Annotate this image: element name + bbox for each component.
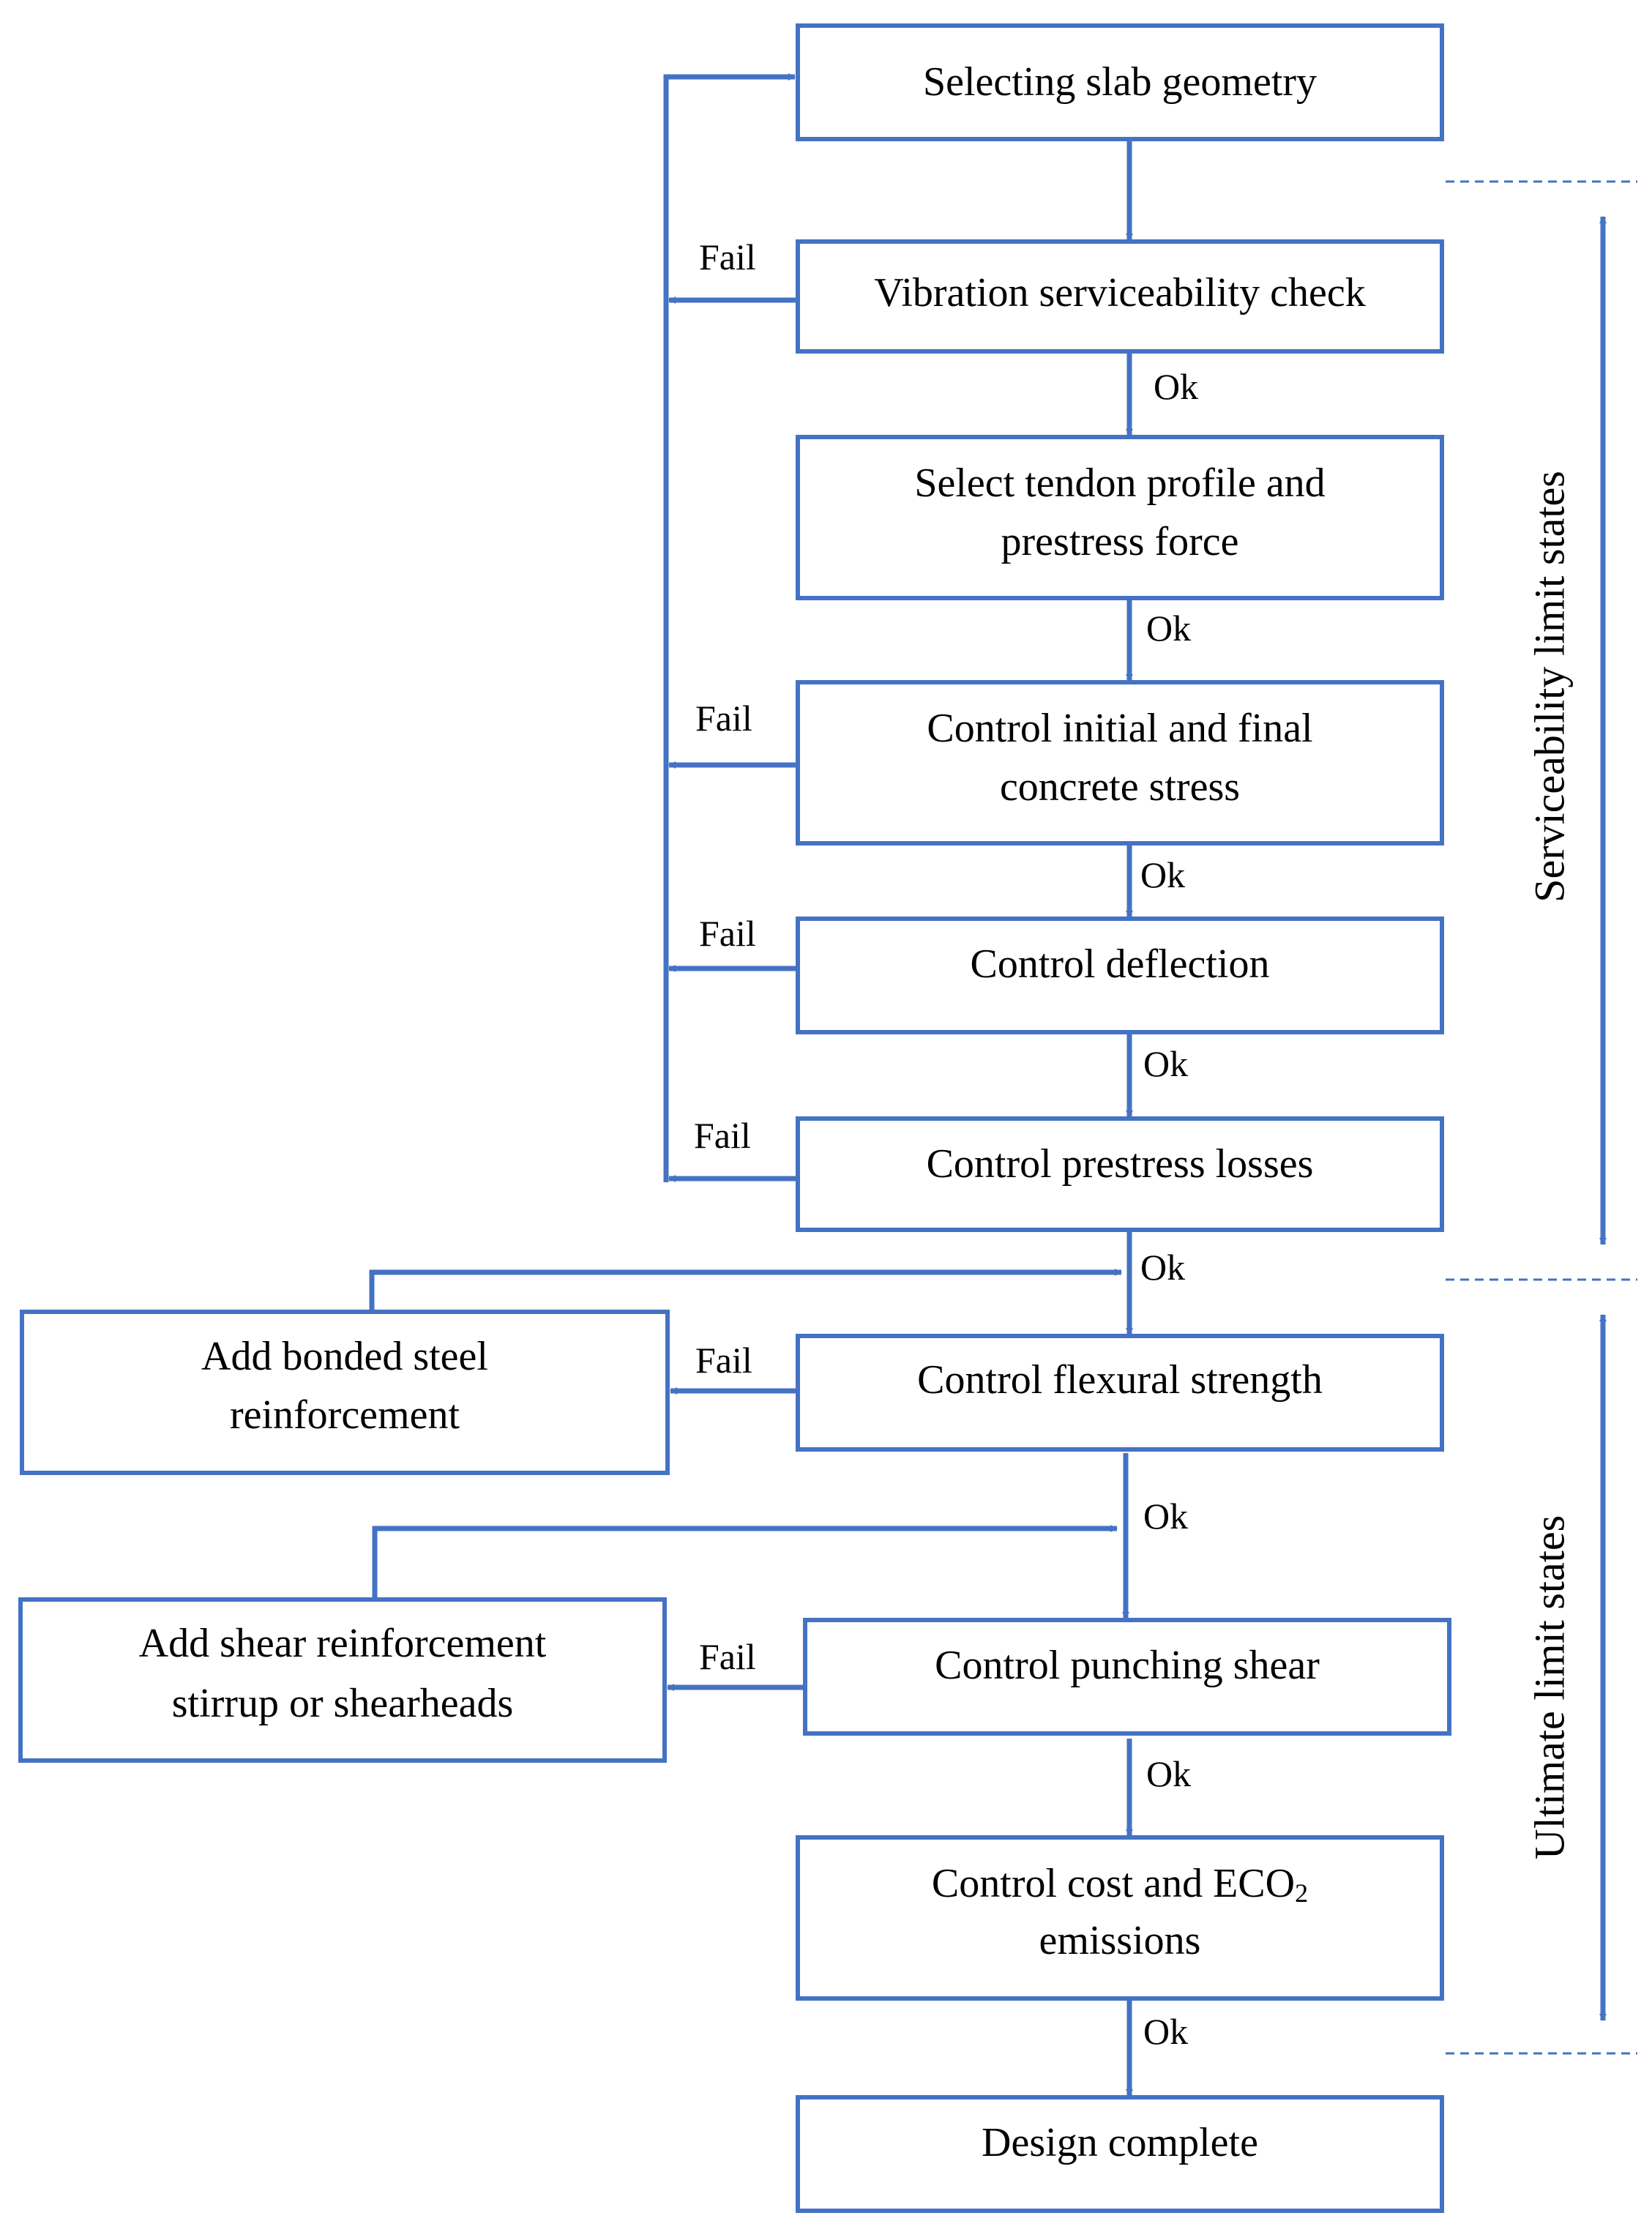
node-concrete-stress-line2: concrete stress [1000,764,1240,810]
label-fail-3: Fail [699,913,756,954]
label-ok-3: Ok [1140,854,1185,895]
node-select-geometry: Selecting slab geometry [796,23,1444,141]
node-cost-eco2: Control cost and ECO2 emissions [796,1835,1444,2001]
node-shear-reinforcement: Add shear reinforcement stirrup or shear… [18,1597,667,1763]
node-deflection: Control deflection [796,917,1444,1034]
node-tendon-profile-line1: Select tendon profile and [914,460,1325,506]
node-tendon-profile: Select tendon profile and prestress forc… [796,435,1444,600]
label-fail-6: Fail [699,1636,756,1677]
label-ultimate-limit-states: Ultimate limit states [1525,1515,1573,1859]
node-punching-shear-text: Control punching shear [935,1643,1320,1688]
node-vibration-check-text: Vibration serviceability check [874,270,1365,316]
node-design-complete: Design complete [796,2095,1444,2213]
node-vibration-check: Vibration serviceability check [796,239,1444,354]
node-deflection-text: Control deflection [970,941,1269,987]
label-ok-6: Ok [1143,1496,1188,1537]
label-ok-1: Ok [1154,366,1198,407]
node-design-complete-text: Design complete [982,2120,1258,2165]
label-fail-5: Fail [695,1340,752,1381]
node-shear-reinforcement-line2: stirrup or shearheads [172,1681,514,1726]
label-ok-4: Ok [1143,1043,1188,1084]
node-prestress-losses: Control prestress losses [796,1116,1444,1232]
node-shear-reinforcement-line1: Add shear reinforcement [139,1621,547,1666]
node-flexural-strength-text: Control flexural strength [917,1357,1323,1403]
label-ok-8: Ok [1143,2011,1188,2052]
node-concrete-stress: Control initial and final concrete stres… [796,680,1444,846]
arrow-bonded-steel-return [369,1269,1122,1312]
node-cost-eco2-line2: emissions [1039,1918,1201,1963]
label-ok-5: Ok [1140,1247,1185,1288]
limit-dividers [1446,180,1637,2055]
label-ok-7: Ok [1146,1753,1191,1794]
node-select-geometry-text: Selecting slab geometry [923,59,1317,105]
node-tendon-profile-line2: prestress force [1001,519,1239,564]
node-bonded-steel-line1: Add bonded steel [201,1334,488,1379]
node-cost-eco2-line1: Control cost and ECO2 [932,1861,1308,1908]
label-fail-2: Fail [695,698,752,739]
node-bonded-steel-line2: reinforcement [230,1392,460,1438]
label-fail-1: Fail [699,236,756,277]
node-concrete-stress-line1: Control initial and final [927,706,1312,751]
node-flexural-strength: Control flexural strength [796,1334,1444,1452]
label-serviceability-limit-states: Serviceability limit states [1525,471,1573,903]
arrow-loop-to-geometry [663,73,796,1182]
label-ok-2: Ok [1146,608,1191,649]
arrow-shear-return [372,1525,1118,1600]
node-punching-shear: Control punching shear [803,1618,1451,1736]
fail-loop [663,73,798,1182]
node-bonded-steel: Add bonded steel reinforcement [20,1310,670,1475]
node-prestress-losses-text: Control prestress losses [927,1141,1314,1187]
label-fail-4: Fail [694,1115,751,1156]
